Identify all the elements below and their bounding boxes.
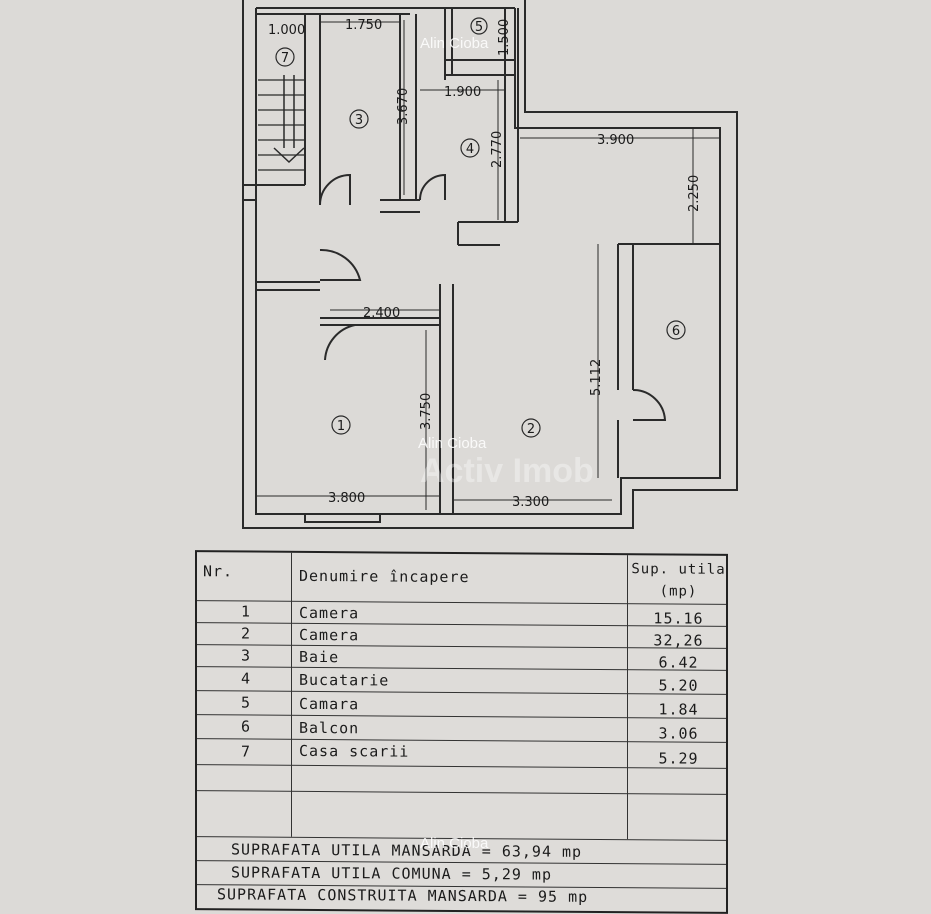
door-swing — [324, 324, 356, 361]
dimension-label: 1.900 — [444, 85, 481, 100]
stair-arrow — [273, 75, 305, 164]
room-number: 1 — [337, 419, 345, 434]
row-name: Camera — [299, 603, 360, 623]
room-number: 7 — [281, 51, 289, 66]
header-unit: (mp) — [659, 583, 698, 600]
row-name: Balcon — [299, 718, 360, 738]
dimension-label: 3.750 — [419, 393, 434, 430]
room-marker-7 — [275, 47, 295, 67]
dimension-label: 3.800 — [328, 491, 365, 506]
watermark: Alin Cioba — [420, 35, 489, 52]
room-number: 3 — [355, 113, 363, 128]
wall — [504, 8, 519, 222]
dimension-label: 2.400 — [363, 306, 400, 321]
wall — [457, 221, 518, 246]
wall — [617, 244, 634, 478]
room-number: 5 — [475, 20, 483, 35]
dimension-label: 2.770 — [490, 131, 505, 168]
wall — [439, 284, 454, 514]
wall — [380, 199, 420, 213]
room-marker-2 — [521, 418, 541, 438]
room-marker-5 — [470, 17, 488, 35]
wall — [399, 14, 417, 200]
door-swing — [319, 248, 362, 281]
total-common-area: SUPRAFATA UTILA COMUNA = 5,29 mp — [231, 863, 552, 884]
room-number: 6 — [672, 324, 680, 339]
row-area: 1.84 — [658, 700, 699, 719]
row-name: Bucatarie — [299, 670, 390, 690]
row-area: 32,26 — [653, 631, 704, 650]
dimension-label: 3.900 — [597, 133, 634, 148]
column-divider — [291, 552, 292, 837]
floor-plan: 1.000 1.750 1.900 3.670 1.500 2.770 3.90… — [242, 0, 738, 529]
row-name: Camera — [299, 625, 360, 645]
row-area: 5.20 — [658, 676, 699, 695]
row-name: Baie — [299, 647, 340, 667]
dimension-label: 1.500 — [497, 19, 512, 56]
table-row-empty — [197, 790, 726, 841]
room-marker-4 — [460, 138, 480, 158]
area-table: Nr. Denumire încapere Sup. utila (mp) 1 … — [195, 550, 728, 914]
room-marker-3 — [349, 109, 369, 129]
row-area: 3.06 — [658, 724, 699, 743]
door-swing — [419, 173, 446, 201]
room-marker-6 — [666, 320, 686, 340]
watermark: Alin Cioba — [418, 435, 487, 452]
header-nr: Nr. — [203, 562, 234, 581]
wall — [304, 15, 321, 205]
dimension-label: 1.000 — [268, 23, 305, 38]
dimension-label: 1.750 — [345, 18, 382, 33]
row-area: 6.42 — [658, 653, 699, 672]
total-useful-area: SUPRAFATA UTILA MANSARDA = 63,94 mp — [231, 840, 583, 861]
dimension-label: 3.300 — [512, 495, 549, 510]
wall — [256, 281, 320, 291]
outer-wall — [242, 0, 738, 529]
total-built-area: SUPRAFATA CONSTRUITA MANSARDA = 95 mp — [217, 885, 589, 906]
watermark-logo: Activ Imob — [420, 452, 594, 490]
table-header: Nr. Denumire încapere Sup. utila (mp) — [197, 552, 726, 605]
header-name: Denumire încapere — [299, 566, 470, 587]
room-number: 4 — [466, 142, 474, 157]
dimension-label: 5.112 — [589, 359, 604, 396]
wall — [256, 7, 515, 15]
stairs — [258, 79, 305, 171]
dimension-label: 3.670 — [396, 88, 411, 125]
dimension-label: 2.250 — [687, 175, 702, 212]
door-swing — [632, 388, 667, 421]
row-area: 5.29 — [658, 749, 699, 768]
door-swing — [319, 173, 351, 206]
wall — [304, 514, 381, 523]
column-divider — [627, 555, 628, 840]
wall — [243, 184, 305, 201]
row-area: 15.16 — [653, 609, 704, 628]
inner-wall-outline — [255, 8, 721, 515]
room-marker-1 — [331, 415, 351, 435]
row-name: Camara — [299, 694, 360, 714]
room-number: 2 — [527, 422, 535, 437]
row-name: Casa scarii — [299, 741, 410, 761]
wall — [444, 8, 515, 80]
